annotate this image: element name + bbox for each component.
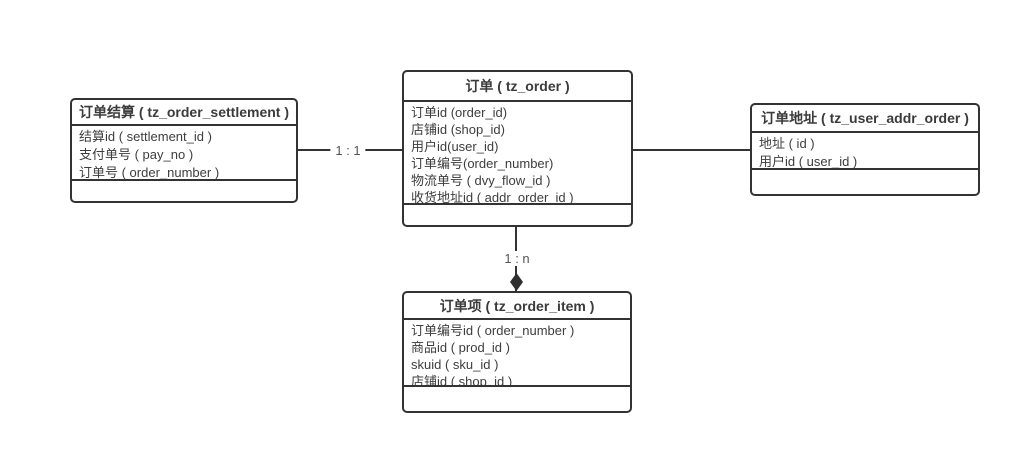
connection-label-1-n: 1 : n <box>499 251 535 266</box>
field-id: 地址 ( id ) <box>759 136 815 151</box>
field-prod-id: 商品id ( prod_id ) <box>411 340 510 355</box>
entity-order-item-title: 订单项 ( tz_order_item ) <box>404 293 630 320</box>
entity-order-item-fields: 订单编号id ( order_number ) 商品id ( prod_id )… <box>404 320 630 387</box>
field-shop-id: 店铺id ( shop_id ) <box>411 374 513 387</box>
connection-order-address <box>633 149 750 151</box>
entity-user-addr-order-fields: 地址 ( id ) 用户id ( user_id ) <box>752 133 978 170</box>
field-user-id: 用户id(user_id) <box>411 139 499 154</box>
field-order-number-id: 订单编号id ( order_number ) <box>411 323 575 338</box>
field-order-number: 订单编号(order_number) <box>411 156 554 171</box>
entity-order-item-footer-empty <box>404 387 630 411</box>
entity-order: 订单 ( tz_order ) 订单id (order_id) 店铺id (sh… <box>402 70 633 227</box>
field-order-id: 订单id (order_id) <box>411 105 508 120</box>
field-pay-no: 支付单号 ( pay_no ) <box>79 147 194 162</box>
entity-order-settlement-title: 订单结算 ( tz_order_settlement ) <box>72 100 296 126</box>
entity-order-settlement-fields: 结算id ( settlement_id ) 支付单号 ( pay_no ) 订… <box>72 126 296 181</box>
entity-order-settlement: 订单结算 ( tz_order_settlement ) 结算id ( sett… <box>70 98 298 203</box>
field-dvy-flow-id: 物流单号 ( dvy_flow_id ) <box>411 173 551 188</box>
entity-order-title: 订单 ( tz_order ) <box>404 72 631 102</box>
entity-user-addr-order-footer-empty <box>752 170 978 194</box>
field-settlement-id: 结算id ( settlement_id ) <box>79 129 212 144</box>
field-shop-id: 店铺id (shop_id) <box>411 122 505 137</box>
entity-order-footer-empty <box>404 205 631 225</box>
field-sku-id: skuid ( sku_id ) <box>411 357 499 372</box>
composition-diamond-icon <box>510 273 523 291</box>
connection-label-1-1: 1 : 1 <box>330 143 366 158</box>
entity-order-item: 订单项 ( tz_order_item ) 订单编号id ( order_num… <box>402 291 632 413</box>
entity-order-fields: 订单id (order_id) 店铺id (shop_id) 用户id(user… <box>404 102 631 205</box>
entity-order-settlement-footer-empty <box>72 181 296 201</box>
entity-user-addr-order: 订单地址 ( tz_user_addr_order ) 地址 ( id ) 用户… <box>750 103 980 196</box>
field-order-number: 订单号 ( order_number ) <box>79 165 220 180</box>
field-user-id: 用户id ( user_id ) <box>759 154 858 169</box>
field-addr-order-id: 收货地址id ( addr_order_id ) <box>411 190 574 205</box>
entity-user-addr-order-title: 订单地址 ( tz_user_addr_order ) <box>752 105 978 133</box>
